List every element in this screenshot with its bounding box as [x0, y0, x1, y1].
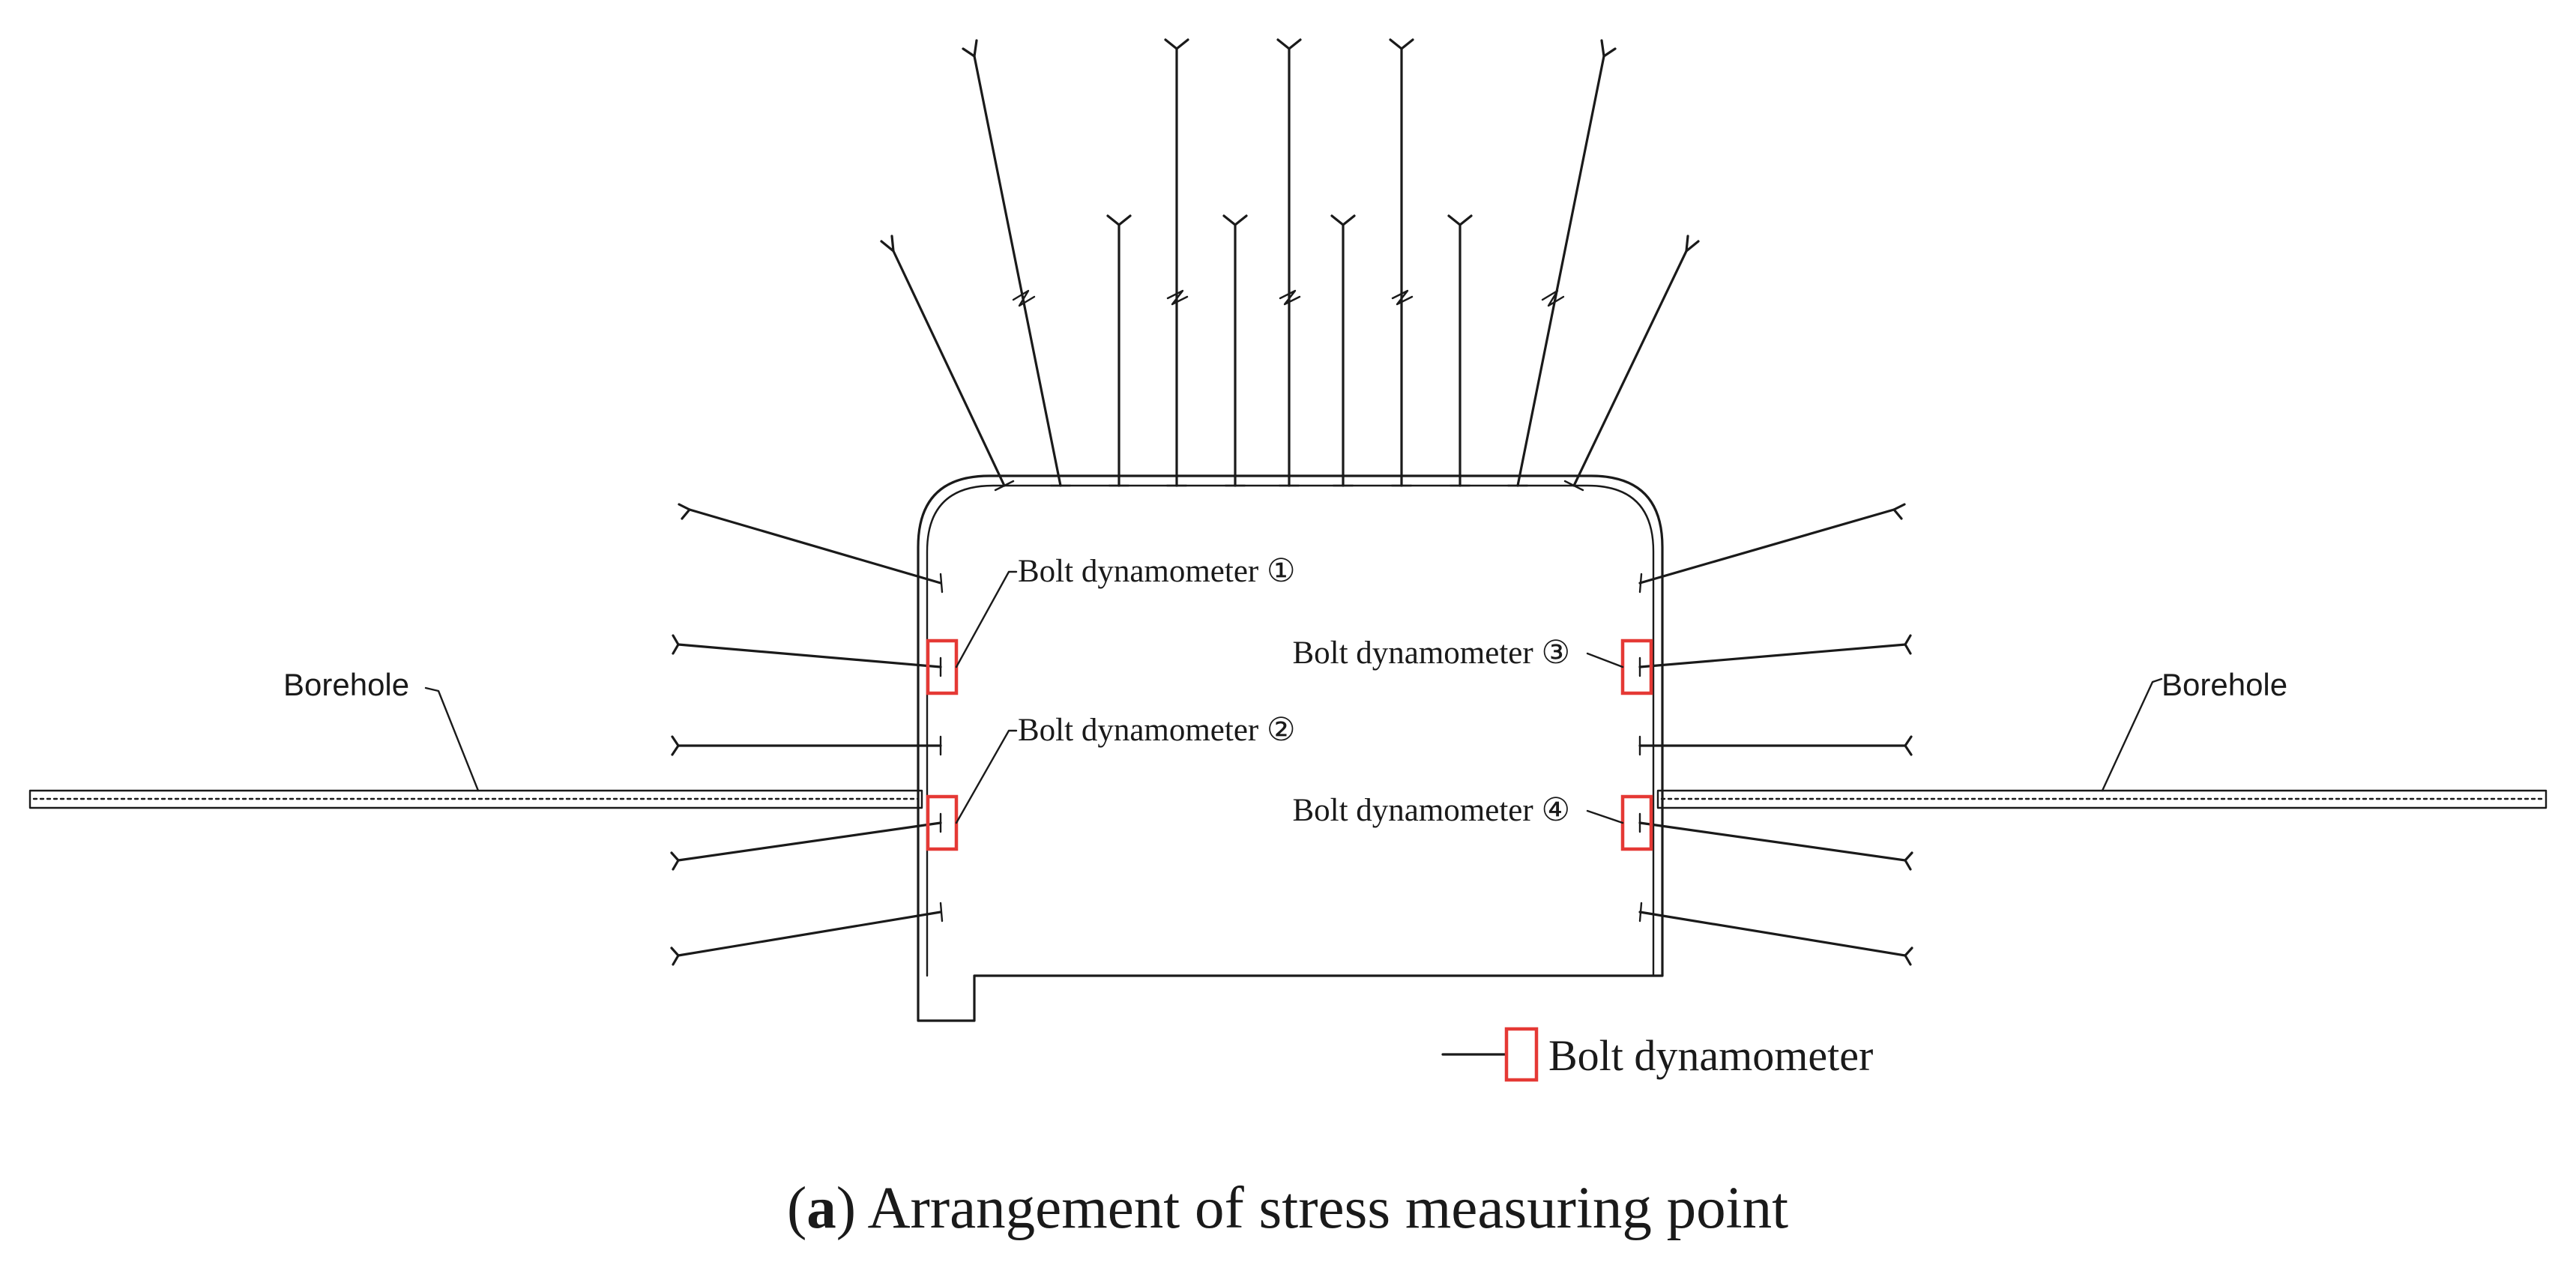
left-bolt-1: [688, 508, 942, 585]
roof-bolt-1: [892, 250, 1006, 487]
label-bolt-dynamometer-1: Bolt dynamometer ①: [1018, 554, 1296, 589]
right-bolt-4: [1638, 821, 1907, 862]
roadway-outer-contour: [917, 474, 1664, 1022]
bolt-anchor-icon: [1904, 735, 1913, 756]
right-bolt-5: [1638, 911, 1907, 957]
label-bolt-dynamometer-2: Bolt dynamometer ②: [1018, 713, 1296, 748]
bolt-anchor-icon: [670, 947, 680, 966]
bolt-anchor-icon: [1904, 947, 1913, 966]
figure-caption: (a) Arrangement of stress measuring poin…: [787, 1176, 1788, 1241]
leader-line-borehole-left: [424, 686, 480, 792]
label-borehole-right: Borehole: [2162, 667, 2287, 702]
bolt-anchor-icon: [880, 235, 895, 253]
roof-bolt-plates: [994, 480, 1584, 492]
roof-bolt-11: [1572, 250, 1688, 487]
bolt-anchor-icon: [672, 634, 680, 655]
bolt-anchor-icon: [678, 503, 691, 520]
left-bolt-4: [677, 821, 942, 862]
leader-line-dyn1: [955, 570, 1018, 668]
caption-letter: a: [806, 1176, 836, 1241]
bolt-anchor-icon: [1330, 214, 1356, 226]
bolt-anchor-icon: [1685, 235, 1700, 253]
label-bolt-dynamometer-4: Bolt dynamometer ④: [1292, 793, 1570, 828]
break-symbols: [1012, 289, 1565, 307]
roof-bolts: [880, 38, 1700, 487]
right-side-bolts: [1638, 503, 1913, 966]
bolt-anchor-icon: [1222, 214, 1248, 226]
left-bolt-5: [677, 911, 942, 957]
roof-bolt-2: [973, 55, 1062, 487]
bolt-anchor-icon: [1904, 851, 1913, 871]
borehole-left: [28, 789, 923, 809]
bolt-anchor-icon: [1904, 634, 1912, 655]
bolt-anchor-icon: [670, 851, 680, 871]
bolt-anchor-icon: [1447, 214, 1473, 226]
leader-line-dyn4: [1586, 809, 1624, 824]
bolt-anchor-icon: [1892, 503, 1906, 520]
leader-line-dyn3: [1586, 652, 1624, 668]
bolt-anchor-icon: [1276, 38, 1302, 50]
leader-line-borehole-right: [2101, 677, 2163, 792]
right-bolt-1: [1638, 508, 1895, 585]
bolt-anchor-icon: [1600, 39, 1617, 58]
left-side-bolts: [670, 503, 942, 966]
legend-label: Bolt dynamometer: [1548, 1031, 1873, 1080]
caption-text: Arrangement of stress measuring point: [856, 1176, 1788, 1241]
bolt-anchor-icon: [1106, 214, 1132, 226]
left-bolt-2: [677, 643, 942, 668]
bolt-anchor-icon: [671, 735, 680, 756]
right-bolt-plates: [1638, 573, 1643, 923]
roof-bolt-10: [1516, 55, 1605, 487]
leader-line-dyn2: [955, 729, 1018, 824]
label-borehole-left: Borehole: [283, 667, 409, 702]
legend-dynamometer-box: [1504, 1027, 1539, 1082]
bolt-anchor-icon: [1389, 38, 1414, 50]
left-bolt-plates: [939, 573, 944, 923]
right-bolt-2: [1638, 643, 1907, 668]
legend: Bolt dynamometer: [1441, 1027, 1873, 1082]
bolt-anchor-icon: [1164, 38, 1189, 50]
bolt-anchor-icon: [962, 39, 978, 58]
label-bolt-dynamometer-3: Bolt dynamometer ③: [1292, 635, 1570, 671]
